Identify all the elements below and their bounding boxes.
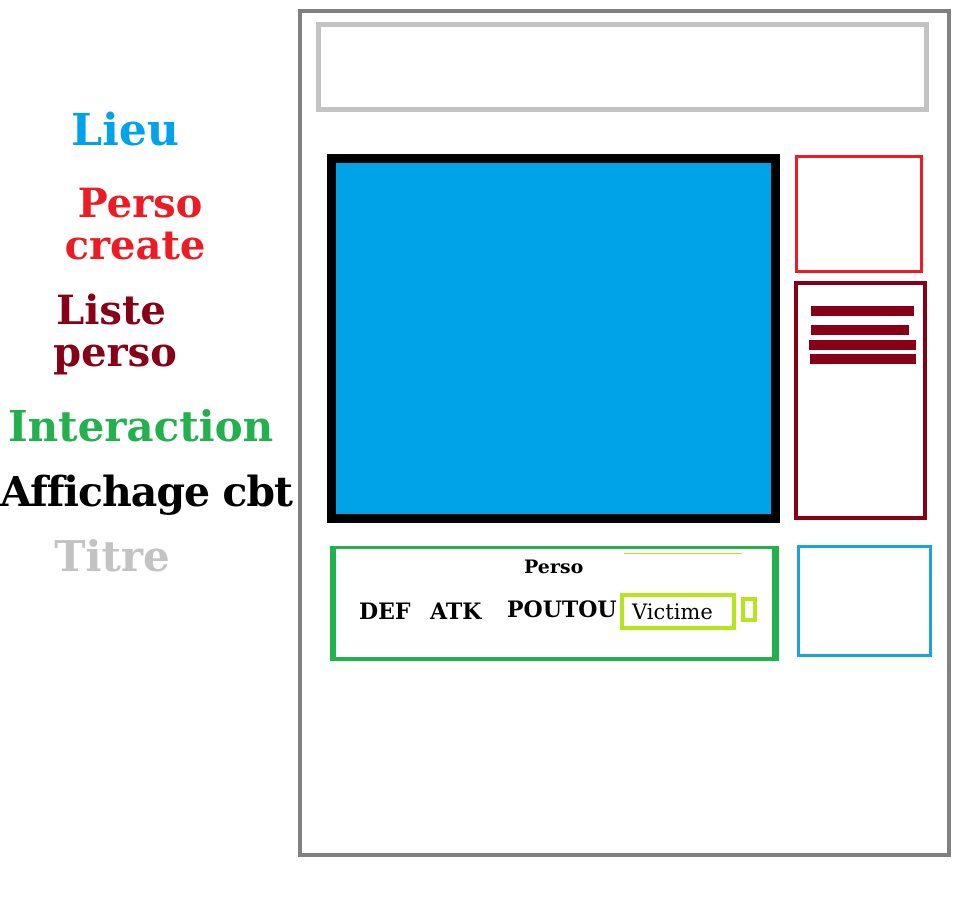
perso-create-zone: [795, 155, 923, 273]
legend-titre: Titre: [54, 532, 170, 581]
interaction-top-line: [624, 553, 742, 554]
atk-button[interactable]: ATK: [430, 599, 482, 625]
titre-zone: [316, 22, 929, 112]
liste-perso-zone: [794, 281, 927, 520]
liste-perso-line: [811, 306, 914, 316]
affichage-cbt-zone: [797, 545, 932, 657]
legend-interaction: Interaction: [8, 402, 274, 451]
lieu-zone: [327, 154, 780, 523]
def-button[interactable]: DEF: [359, 599, 411, 625]
liste-perso-line: [810, 354, 916, 364]
liste-perso-line: [811, 325, 909, 335]
page-frame: [298, 9, 951, 857]
legend-perso-create: Perso create: [55, 183, 215, 267]
legend-perso-create-line-2: create: [64, 222, 206, 269]
legend-liste-perso-line-2: perso: [53, 329, 177, 376]
legend-liste-perso-line-1: Liste: [56, 287, 166, 334]
victime-select[interactable]: Victime: [620, 593, 736, 630]
liste-perso-line: [809, 340, 916, 350]
poutou-button[interactable]: POUTOU: [507, 597, 617, 623]
legend-liste-perso: Liste perso: [40, 290, 190, 374]
victime-label: Victime: [632, 600, 713, 624]
interaction-zone: [330, 546, 779, 661]
legend-perso-create-line-1: Perso: [77, 180, 203, 227]
legend-affichage-cbt: Affichage cbt: [0, 468, 293, 516]
interaction-perso-label: Perso: [524, 556, 584, 578]
legend-lieu: Lieu: [71, 105, 179, 156]
victime-dropdown-toggle[interactable]: [741, 597, 757, 622]
